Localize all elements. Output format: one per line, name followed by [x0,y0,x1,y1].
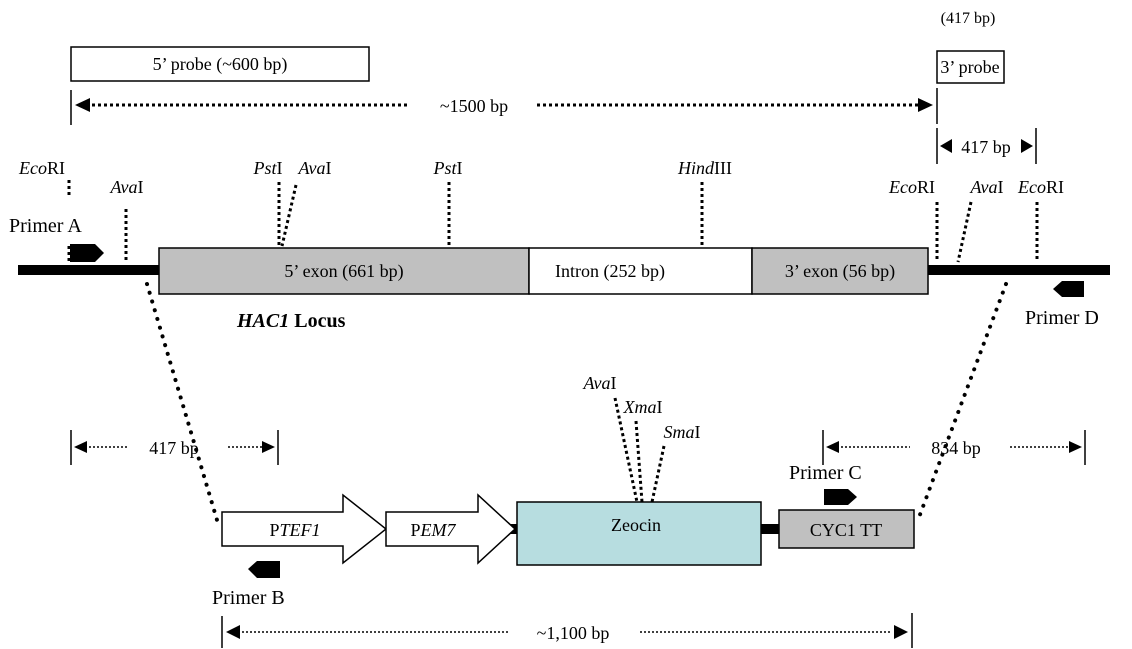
exon-3 [751,247,929,295]
svg-text:EcoRI: EcoRI [1017,177,1064,197]
site-xmai-zeocin: XmaI [623,397,663,503]
probe-5-label: 5’ probe (~600 bp) [153,54,288,75]
crossover-right [916,282,1008,522]
primer-a-arrow [70,244,104,262]
exon-5 [158,247,530,295]
dimension-1500-label: ~1500 bp [440,96,508,116]
svg-text:XmaI: XmaI [623,397,663,417]
intron-label: Intron (252 bp) [555,261,665,282]
site-psti-1: PstI [252,158,283,247]
svg-text:AvaI: AvaI [583,373,617,393]
probe-5-box [70,46,370,82]
dimension-417-probe: 417 bp [936,128,1037,164]
svg-text:PstI: PstI [252,158,282,178]
cyc1-label: CYC1 TT [810,520,882,540]
site-psti-2: PstI [432,158,463,247]
probe-3-box [936,50,1005,84]
locus-title: HAC1 Locus [236,310,346,332]
site-avai-right: AvaI [956,177,1004,263]
crossover-left [145,282,219,522]
site-ecori-right-2: EcoRI [1017,177,1064,262]
site-avai-left: AvaI [110,177,144,262]
svg-text:AvaI: AvaI [970,177,1004,197]
zeocin-box [516,501,762,566]
ptef1-label: PTEF1 [269,520,320,540]
primer-d-arrow [1053,281,1084,297]
svg-text:SmaI: SmaI [664,422,701,442]
pem7-promoter [385,493,517,565]
primer-b-arrow [248,561,280,578]
cyc1-terminator-box [778,509,915,549]
site-ecori-left: EcoRI [18,158,71,262]
exon-3-label: 3’ exon (56 bp) [785,261,895,282]
primer-d-label: Primer D [1025,307,1099,329]
exon-5-label: 5’ exon (661 bp) [284,261,403,282]
primer-b-label: Primer B [212,587,285,609]
dimension-1500: ~1500 bp [70,88,938,125]
primer-c-label: Primer C [789,462,862,484]
dimension-417-probe-label: 417 bp [961,137,1011,157]
site-hindiii: HindIII [677,158,732,247]
site-ecori-right-1: EcoRI [888,177,939,262]
pem7-label: PEM7 [410,520,456,540]
svg-text:AvaI: AvaI [110,177,144,197]
primer-c-arrow [824,489,857,505]
dimension-1100: ~1,100 bp [221,613,913,648]
intron [528,247,753,295]
ptef1-promoter [221,493,388,565]
dimension-834-label: 834 bp [931,438,981,458]
site-smai-zeocin: SmaI [650,422,701,503]
probe-3-label: 3’ probe [940,57,999,77]
dimension-417-left-label: 417 bp [149,438,199,458]
dimension-834: 834 bp [822,430,1086,465]
site-avai-zeocin: AvaI [583,373,639,503]
probe-3-size: (417 bp) [941,10,996,27]
svg-text:EcoRI: EcoRI [18,158,65,178]
svg-text:PstI: PstI [432,158,462,178]
svg-text:HindIII: HindIII [677,158,732,178]
svg-text:AvaI: AvaI [298,158,332,178]
zeocin-label: Zeocin [611,515,661,535]
svg-text:EcoRI: EcoRI [888,177,935,197]
dimension-1100-label: ~1,100 bp [537,623,610,643]
site-avai-mid: AvaI [280,158,332,247]
dimension-417-left: 417 bp [70,430,279,465]
primer-a-label: Primer A [9,215,82,237]
